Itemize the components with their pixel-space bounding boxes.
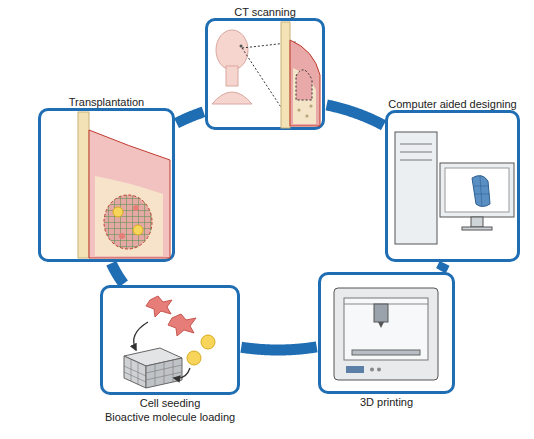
step-label: Cell seeding xyxy=(140,396,201,410)
step-label: CT scanning xyxy=(234,5,296,19)
step-caption: 3D printing xyxy=(360,395,413,409)
step-panel: Cell seedingBioactive molecule loading xyxy=(100,285,240,395)
step-label: Transplantation xyxy=(69,95,144,109)
step-caption: Cell seedingBioactive molecule loading xyxy=(105,396,235,424)
cycle-ring-segment xyxy=(327,105,384,125)
step-caption: Computer aided designing xyxy=(388,97,516,111)
step-label: Computer aided designing xyxy=(388,97,516,111)
step-panel: 3D printing xyxy=(318,272,455,394)
step-caption: CT scanning xyxy=(234,5,296,19)
step-label: Bioactive molecule loading xyxy=(105,410,235,424)
step-panel: Transplantation xyxy=(38,108,175,262)
cycle-ring-segment xyxy=(111,263,123,283)
cycle-ring-segment xyxy=(177,112,204,123)
step-panel: Computer aided designing xyxy=(385,110,520,262)
step-panel: CT scanning xyxy=(205,18,325,130)
step-label: 3D printing xyxy=(360,395,413,409)
step-caption: Transplantation xyxy=(69,95,144,109)
cycle-ring-segment xyxy=(441,263,445,270)
cycle-ring-segment xyxy=(241,347,316,350)
